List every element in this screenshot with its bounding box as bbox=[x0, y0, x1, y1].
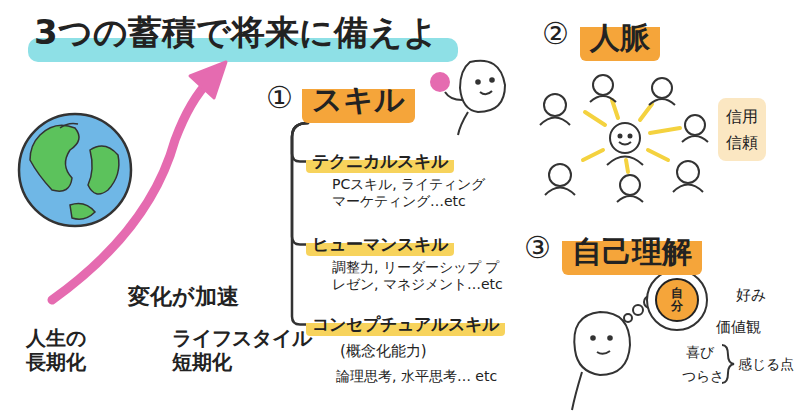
network-heading: 人脈 bbox=[580, 18, 660, 61]
callout-number: ① bbox=[266, 80, 293, 116]
self-circle: 自分 bbox=[655, 278, 699, 322]
skill-examples: 調整力, リーダーシップ プレゼン, マネジメント…etc bbox=[332, 259, 512, 293]
self-aspect: 価値観 bbox=[716, 318, 761, 336]
node-text: ヒューマンスキル bbox=[312, 234, 448, 254]
self-aspect: つらさ bbox=[682, 368, 724, 385]
callout-number: ② bbox=[542, 16, 569, 52]
skill-type: テクニカルスキル bbox=[306, 150, 454, 173]
trend-label: ライフスタイル 短期化 bbox=[172, 326, 312, 374]
skill-note: (概念化能力) bbox=[340, 342, 427, 360]
thinking-person bbox=[572, 270, 707, 410]
title: 3つの蓄積で将来に備えよ bbox=[34, 12, 438, 53]
tree-branch bbox=[292, 123, 308, 245]
skill-type: ヒューマンスキル bbox=[306, 233, 454, 256]
callout-number: ③ bbox=[524, 230, 551, 266]
globe bbox=[19, 114, 131, 226]
self-heading: 自己理解 bbox=[562, 232, 702, 275]
trend-label: 人生の 長期化 bbox=[26, 326, 98, 374]
skill-type: コンセプチュアルスキル bbox=[306, 313, 505, 336]
skill-examples: 論理思考, 水平思考… etc bbox=[336, 368, 526, 385]
trust-box: 信用 信頼 bbox=[718, 98, 766, 161]
node-text: スキル bbox=[312, 82, 405, 117]
people-network bbox=[540, 75, 708, 202]
node-text: 人脈 bbox=[590, 20, 650, 55]
change-label: 変化が加速 bbox=[128, 284, 239, 310]
skill-examples: PCスキル, ライティング マーケティング…etc bbox=[332, 176, 502, 210]
self-aspect: 好み bbox=[736, 286, 766, 304]
node-text: 信用 信頼 bbox=[726, 104, 758, 155]
person-with-ball bbox=[430, 61, 505, 135]
node-text: 自分 bbox=[671, 287, 683, 313]
self-aspect: 喜び bbox=[686, 344, 714, 361]
growth-arrow bbox=[52, 62, 226, 300]
skill-heading: スキル bbox=[302, 80, 415, 123]
node-text: テクニカルスキル bbox=[312, 151, 448, 171]
self-aspect: 感じる点 bbox=[738, 356, 794, 373]
node-text: コンセプチュアルスキル bbox=[312, 314, 499, 334]
node-text: 自己理解 bbox=[572, 234, 692, 269]
